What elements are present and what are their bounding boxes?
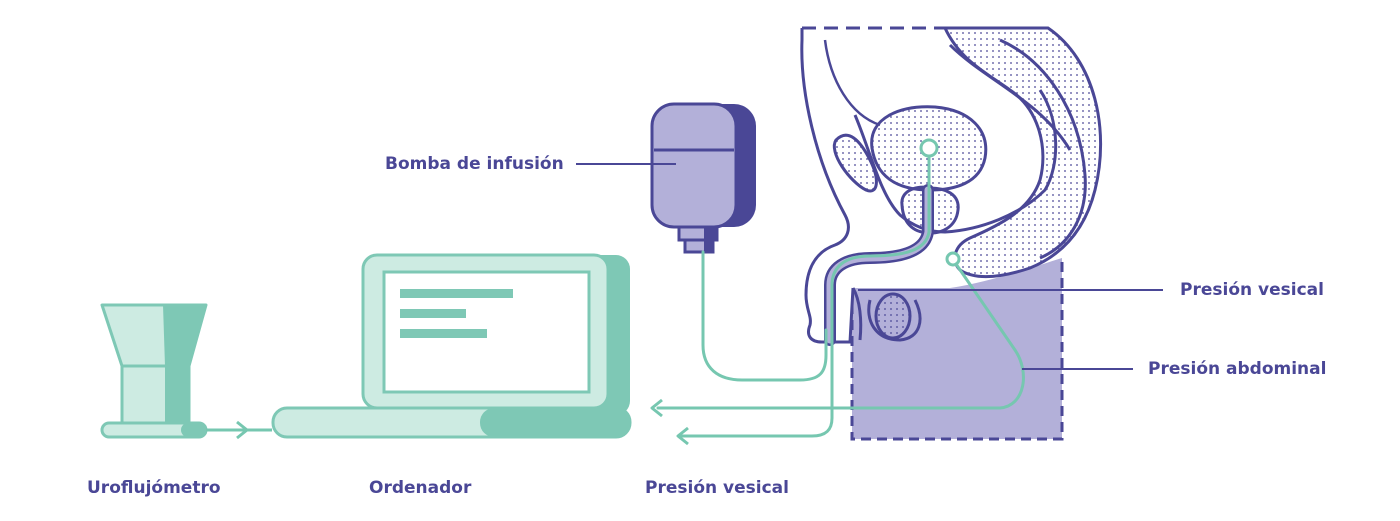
anatomy-section [800,26,1102,441]
return-arrows-icon [650,398,689,446]
laptop-icon [271,253,632,439]
presion-vesical-label: Presión vesical [1180,280,1324,300]
presion-vesical-bottom-label: Presión vesical [645,478,789,498]
ordenador-label: Ordenador [369,478,472,498]
bomba-infusion-label: Bomba de infusión [385,154,564,174]
uroflujometro-label: Uroflujómetro [87,478,221,498]
uro-to-computer-arrow-icon [206,420,272,440]
uroflowmeter-icon [100,303,208,439]
catheter-lines [656,138,1025,438]
infusion-pump-icon [650,102,756,254]
presion-abdominal-label: Presión abdominal [1148,359,1327,379]
